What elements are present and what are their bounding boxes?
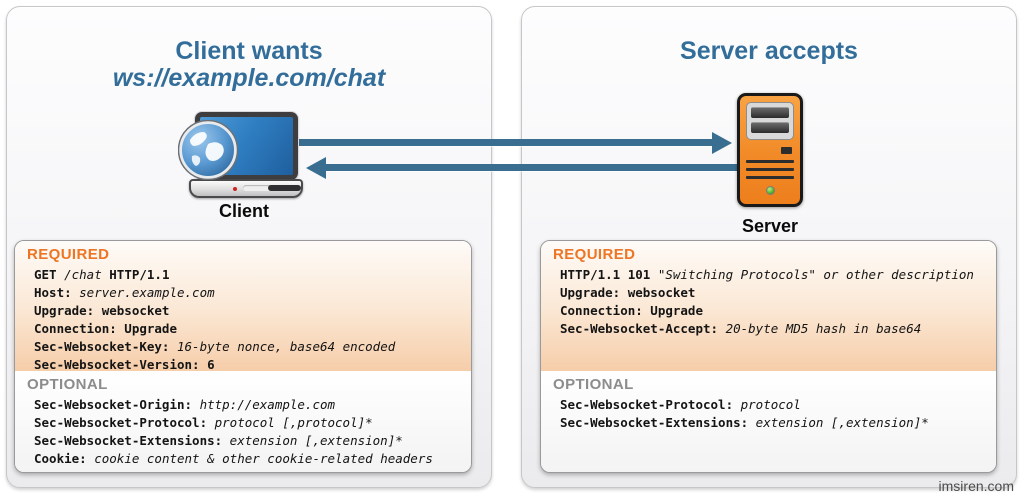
header-line: Sec-Websocket-Protocol: protocol bbox=[560, 397, 801, 412]
globe-icon bbox=[177, 119, 239, 181]
server-drive-bays bbox=[746, 102, 794, 140]
status-led-icon bbox=[766, 186, 775, 195]
server-headers-box: REQUIRED HTTP/1.1 101 "Switching Protoco… bbox=[540, 240, 997, 473]
header-line: Connection: Upgrade bbox=[34, 321, 177, 336]
arrow-right-icon bbox=[712, 132, 732, 154]
header-line: Sec-Websocket-Accept: 20-byte MD5 hash i… bbox=[560, 321, 922, 336]
watermark: imsiren.com bbox=[938, 478, 1014, 494]
header-line: Cookie: cookie content & other cookie-re… bbox=[34, 451, 433, 466]
request-arrow-shaft bbox=[298, 139, 712, 146]
client-optional-section: OPTIONAL Sec-Websocket-Origin: http://ex… bbox=[15, 371, 471, 472]
server-vent bbox=[746, 160, 794, 163]
client-title-line1: Client wants bbox=[175, 37, 323, 65]
client-device-label: Client bbox=[218, 201, 269, 221]
server-required-label: REQUIRED bbox=[553, 246, 636, 263]
arrow-left-icon bbox=[306, 157, 326, 179]
server-required-lines: HTTP/1.1 101 "Switching Protocols" or ot… bbox=[553, 266, 986, 338]
header-line: Connection: Upgrade bbox=[560, 303, 703, 318]
laptop-slot bbox=[268, 185, 301, 191]
response-arrow-shaft bbox=[326, 164, 742, 171]
server-required-section: REQUIRED HTTP/1.1 101 "Switching Protoco… bbox=[541, 241, 996, 371]
client-title-url: ws://example.com/chat bbox=[112, 64, 386, 92]
server-device-label: Server bbox=[741, 216, 799, 236]
laptop-base bbox=[189, 179, 303, 198]
client-required-label: REQUIRED bbox=[27, 246, 110, 263]
header-line: Sec-Websocket-Origin: http://example.com bbox=[34, 397, 336, 412]
header-line: GET /chat HTTP/1.1 bbox=[34, 267, 170, 282]
header-line: Sec-Websocket-Protocol: protocol [,proto… bbox=[34, 415, 373, 430]
header-line: Sec-Websocket-Version: 6 bbox=[34, 357, 215, 372]
client-optional-lines: Sec-Websocket-Origin: http://example.com… bbox=[27, 396, 461, 468]
server-vent bbox=[746, 176, 794, 179]
server-title-line: Server accepts bbox=[680, 37, 858, 65]
client-optional-label: OPTIONAL bbox=[27, 376, 108, 393]
header-line: Sec-Websocket-Key: 16-byte nonce, base64… bbox=[34, 339, 396, 354]
laptop-trackpad bbox=[243, 185, 285, 191]
header-line: Upgrade: websocket bbox=[560, 285, 696, 300]
header-line: Upgrade: websocket bbox=[34, 303, 170, 318]
server-vent bbox=[746, 168, 794, 171]
server-button bbox=[781, 147, 792, 154]
server-optional-label: OPTIONAL bbox=[553, 376, 634, 393]
server-panel-title: Server accepts bbox=[522, 38, 1016, 65]
power-led-icon bbox=[233, 187, 237, 191]
header-line: HTTP/1.1 101 "Switching Protocols" or ot… bbox=[560, 267, 974, 282]
header-line: Sec-Websocket-Extensions: extension [,ex… bbox=[560, 415, 929, 430]
client-panel-title: Client wants ws://example.com/chat bbox=[7, 38, 491, 92]
drive-bay bbox=[751, 122, 789, 133]
server-icon bbox=[737, 93, 803, 207]
drive-bay bbox=[751, 107, 789, 118]
header-line: Sec-Websocket-Extensions: extension [,ex… bbox=[34, 433, 403, 448]
header-line: Host: server.example.com bbox=[34, 285, 215, 300]
server-optional-section: OPTIONAL Sec-Websocket-Protocol: protoco… bbox=[541, 371, 996, 472]
